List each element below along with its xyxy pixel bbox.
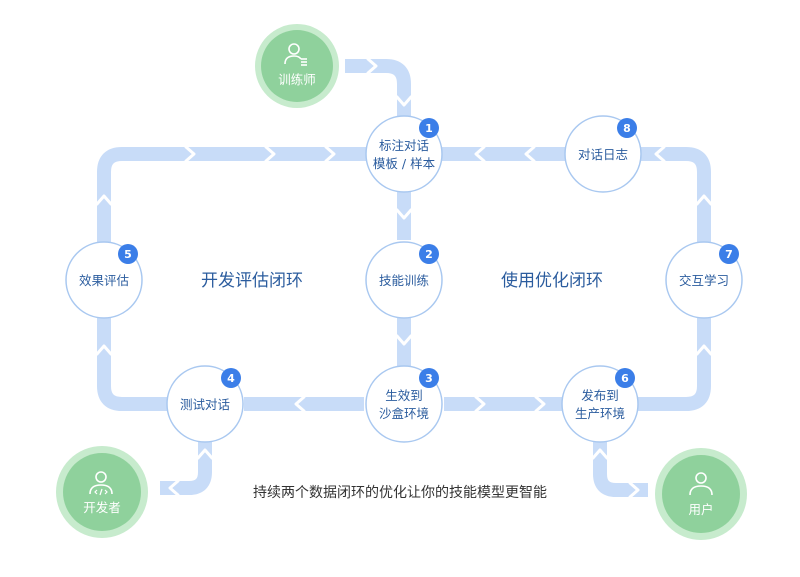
- node-8: 对话日志 8: [564, 115, 642, 193]
- track-trainer-to-n1: [345, 59, 411, 116]
- node-6-line2: 生产环境: [575, 406, 625, 421]
- node-3-line2: 沙盒环境: [379, 406, 429, 421]
- node-3-badge: [419, 368, 439, 388]
- node-1-line1: 标注对话: [379, 138, 429, 153]
- node-3: 生效到 沙盒环境 3: [365, 365, 443, 443]
- track-n5-to-n1: [97, 147, 366, 242]
- node-8-line1: 对话日志: [578, 147, 628, 162]
- node-2: 技能训练 2: [365, 241, 443, 319]
- loop-label-use: 使用优化闭环: [501, 270, 603, 291]
- actor-developer: 开发者: [56, 446, 148, 538]
- developer-icon: [89, 471, 113, 496]
- node-5-badge: [118, 244, 138, 264]
- node-7-badge: [719, 244, 739, 264]
- node-7-line1: 交互学习: [679, 273, 729, 288]
- node-6-badge: [615, 368, 635, 388]
- node-5: 效果评估 5: [65, 241, 143, 319]
- node-6-line1: 发布到: [581, 388, 619, 403]
- actor-user: 用户: [655, 448, 747, 540]
- node-5-badge-number: 5: [124, 248, 132, 261]
- node-4: 测试对话 4: [166, 365, 244, 443]
- trainer-icon: [284, 43, 307, 66]
- track-n7-to-n8: [640, 147, 711, 242]
- track-n4-to-developer: [160, 442, 212, 495]
- node-5-line1: 效果评估: [79, 273, 129, 288]
- node-6: 发布到 生产环境 6: [561, 365, 639, 443]
- node-1-line2: 模板 / 样本: [373, 156, 436, 171]
- actor-developer-label: 开发者: [83, 500, 121, 515]
- node-3-badge-number: 3: [425, 372, 433, 385]
- node-1-badge-number: 1: [425, 122, 433, 135]
- flow-tracks: [97, 59, 711, 497]
- node-6-badge-number: 6: [621, 372, 629, 385]
- node-2-line1: 技能训练: [379, 273, 430, 288]
- track-n4-to-n5: [97, 316, 168, 411]
- node-3-line1: 生效到: [385, 388, 423, 403]
- track-n6-to-n7: [638, 318, 711, 411]
- node-7: 交互学习 7: [665, 241, 743, 319]
- node-7-badge-number: 7: [725, 248, 733, 261]
- track-n6-to-user: [593, 442, 648, 497]
- node-8-badge: [617, 118, 637, 138]
- loop-label-dev: 开发评估闭环: [201, 271, 303, 291]
- actor-trainer-label: 训练师: [278, 72, 316, 87]
- node-8-badge-number: 8: [623, 122, 631, 135]
- node-4-badge-number: 4: [227, 372, 235, 385]
- node-2-badge-number: 2: [425, 248, 433, 261]
- node-4-line1: 测试对话: [180, 397, 230, 412]
- node-1-badge: [419, 118, 439, 138]
- node-1: 标注对话 模板 / 样本 1: [365, 115, 443, 193]
- actor-user-label: 用户: [688, 502, 713, 517]
- user-icon: [689, 472, 713, 496]
- diagram-caption: 持续两个数据闭环的优化让你的技能模型更智能: [253, 484, 547, 501]
- node-2-badge: [419, 244, 439, 264]
- node-4-badge: [221, 368, 241, 388]
- actor-trainer: 训练师: [255, 24, 339, 108]
